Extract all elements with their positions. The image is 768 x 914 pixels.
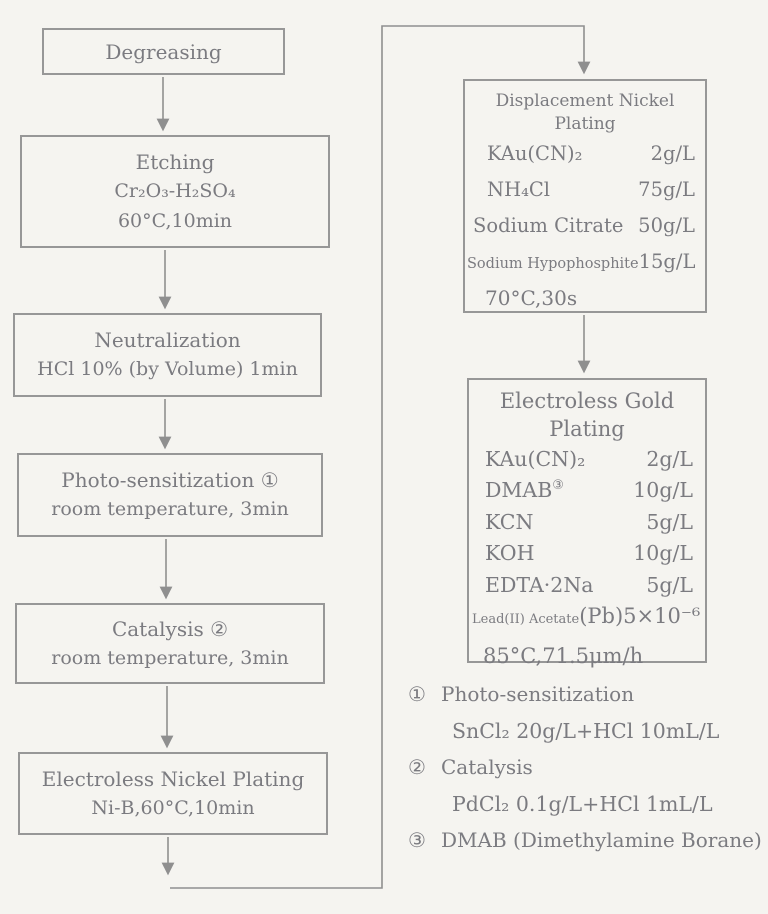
step-title: Neutralization <box>94 328 241 353</box>
chemical-name: KOH <box>485 541 535 566</box>
chemical-name: KAu(CN)₂ <box>487 141 583 165</box>
step-title: Etching <box>135 150 215 175</box>
chemical-name: KAu(CN)₂ <box>485 446 586 471</box>
step-title: Electroless Nickel Plating <box>41 766 305 791</box>
recipe-row: KAu(CN)₂ 2g/L <box>469 444 705 476</box>
step-neutralization: Neutralization HCl 10% (by Volume) 1min <box>13 313 322 397</box>
footnote-3: ③ DMAB (Dimethylamine Borane) <box>408 822 764 859</box>
chemical-amount: 10g/L <box>633 478 693 503</box>
step-displacement-nickel-plating: Displacement Nickel Plating KAu(CN)₂ 2g/… <box>463 79 707 313</box>
footnote-2: ② Catalysis <box>408 749 764 786</box>
footnote-2-detail: PdCl₂ 0.1g/L+HCl 1mL/L <box>452 792 713 816</box>
circled-2-icon: ② <box>408 755 426 779</box>
step-conditions: room temperature, 3min <box>51 498 289 521</box>
chemical-amount: 5g/L <box>646 509 693 534</box>
footnotes: ① Photo-sensitization SnCl₂ 20g/L+HCl 10… <box>408 676 764 859</box>
step-conditions: 60°C,10min <box>117 209 233 232</box>
step-title: Degreasing <box>105 39 222 64</box>
circled-3-icon: ③ <box>408 828 426 852</box>
recipe-row: NH₄Cl 75g/L <box>465 172 705 208</box>
recipe-row: KAu(CN)₂ 2g/L <box>465 136 705 172</box>
recipe-row: KCN 5g/L <box>469 507 705 539</box>
connector-loop-to-displacement <box>170 25 591 889</box>
step-electroless-gold-plating: Electroless Gold Plating KAu(CN)₂ 2g/L D… <box>467 378 707 668</box>
step-degreasing: Degreasing <box>42 28 285 75</box>
chemical-name: Lead(II) Acetate <box>472 612 580 628</box>
footnote-title: Catalysis <box>441 755 533 779</box>
chemical-name: EDTA·2Na <box>485 572 594 597</box>
chemical-name: KCN <box>485 509 534 534</box>
step-catalysis: Catalysis ② room temperature, 3min <box>15 603 325 684</box>
chemical-amount: 5g/L <box>646 572 693 597</box>
chemical-amount: (Pb)5×10⁻⁶ <box>579 604 701 629</box>
step-electroless-nickel-plating: Electroless Nickel Plating Ni-B,60°C,10m… <box>18 752 328 835</box>
step-conditions: Ni-B,60°C,10min <box>91 796 255 819</box>
footnote-title: DMAB (Dimethylamine Borane) <box>441 828 762 852</box>
footnote-1: ① Photo-sensitization <box>408 676 764 713</box>
recipe-row: EDTA·2Na 5g/L <box>469 570 705 602</box>
chemical-amount: 50g/L <box>638 213 695 237</box>
chemical-name: DMAB③ <box>485 478 564 503</box>
step-title: Displacement Nickel Plating <box>495 91 675 134</box>
footnote-title: Photo-sensitization <box>441 682 635 706</box>
step-conditions: HCl 10% (by Volume) 1min <box>37 358 298 381</box>
chemical-amount: 2g/L <box>650 141 695 165</box>
chemical-amount: 2g/L <box>646 446 693 471</box>
footnote-marker: ③ <box>552 478 564 494</box>
chemical-amount: 15g/L <box>638 249 696 273</box>
step-conditions: 70°C,30s <box>485 285 578 310</box>
circled-1-icon: ① <box>408 682 426 706</box>
step-title: Photo-sensitization ① <box>61 468 279 493</box>
recipe-row: DMAB③ 10g/L <box>469 475 705 507</box>
step-photo-sensitization: Photo-sensitization ① room temperature, … <box>17 453 323 537</box>
step-etching: Etching Cr₂O₃-H₂SO₄ 60°C,10min <box>20 135 330 248</box>
chemical-name: Sodium Hypophosphite <box>467 255 639 272</box>
footnote-1-detail: SnCl₂ 20g/L+HCl 10mL/L <box>452 719 720 743</box>
step-chemicals: Cr₂O₃-H₂SO₄ <box>114 180 236 203</box>
step-title: Catalysis ② <box>111 616 229 641</box>
recipe-row: KOH 10g/L <box>469 538 705 570</box>
chemical-name: Sodium Citrate <box>473 213 624 237</box>
chemical-amount: 10g/L <box>633 541 693 566</box>
recipe-row: Sodium Hypophosphite 15g/L <box>465 244 705 282</box>
step-conditions: 85°C,71.5μm/h <box>483 643 644 668</box>
chemical-amount: 75g/L <box>638 177 695 201</box>
chemical-name: NH₄Cl <box>487 177 551 201</box>
recipe-row: Sodium Citrate 50g/L <box>465 208 705 244</box>
step-title: Electroless Gold Plating <box>499 389 675 442</box>
recipe-row: Lead(II) Acetate (Pb)5×10⁻⁶ <box>469 601 705 636</box>
step-conditions: room temperature, 3min <box>51 646 289 669</box>
